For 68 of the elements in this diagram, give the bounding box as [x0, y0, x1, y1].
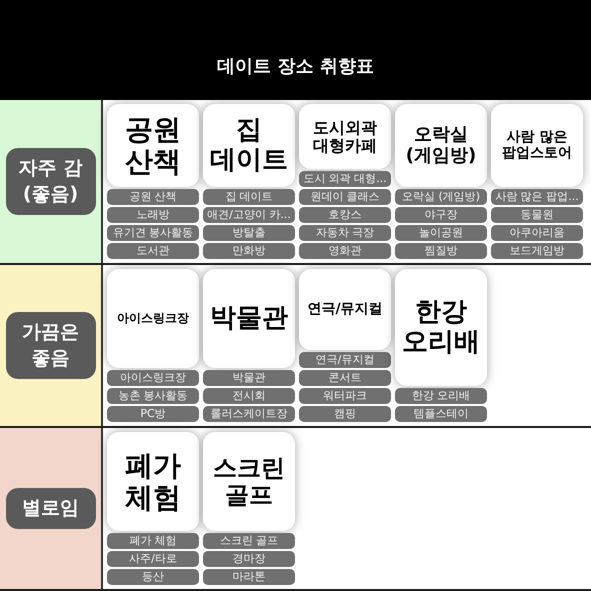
place-tag: 보드게임방: [491, 243, 583, 259]
place-card: [395, 104, 487, 187]
place-tag: 한강 오리배: [395, 388, 487, 404]
place-tag: 도시 외곽 대형...: [299, 171, 391, 187]
card-title: 박물관: [210, 304, 288, 334]
place-card: [299, 104, 391, 169]
place-tag: 집 데이트: [203, 189, 295, 205]
place-tag: 마라톤: [203, 569, 295, 585]
place-tag: 자동차 극장: [299, 225, 391, 241]
place-card: [203, 104, 295, 187]
place-tag: 애견/고양이 카...: [203, 207, 295, 223]
card-title: 공원 산책: [124, 114, 182, 177]
place-tag: 아쿠아리움: [491, 225, 583, 241]
place-card: [395, 269, 487, 386]
place-tag: 등산: [107, 569, 199, 585]
place-tag: 놀이공원: [395, 225, 487, 241]
place-tag: 연극/뮤지컬: [299, 352, 391, 368]
card-title: 도시외곽 대형카페: [312, 118, 378, 154]
place-tag: 동물원: [491, 207, 583, 223]
place-tag: 도서관: [107, 243, 199, 259]
tier-label: 가끔은 좋음: [6, 312, 96, 380]
place-tag: 영화관: [299, 243, 391, 259]
tier-row: [0, 265, 591, 428]
place-card: [107, 432, 199, 531]
card-title: 폐가 체험: [124, 450, 182, 513]
card-title: 오락실 (게임방): [404, 125, 478, 166]
tier-label: 별로임: [6, 488, 96, 530]
place-tag: 롤러스케이트장: [203, 406, 295, 422]
place-tag: 경마장: [203, 551, 295, 567]
page-title: 데이트 장소 취향표: [217, 55, 374, 79]
place-tag: 전시회: [203, 388, 295, 404]
card-title: 스크린 골프: [212, 454, 286, 508]
place-tag: 호캉스: [299, 207, 391, 223]
place-tag: 유기견 봉사활동: [107, 225, 199, 241]
place-tag: 오락실 (게임방): [395, 189, 487, 205]
place-card: [491, 104, 583, 187]
place-tag: 방탈출: [203, 225, 295, 241]
place-tag: 스크린 골프: [203, 533, 295, 549]
place-tag: PC방: [107, 406, 199, 422]
place-card: [299, 269, 391, 350]
place-tag: 콘서트: [299, 370, 391, 386]
card-title: 집 데이트: [209, 116, 289, 175]
place-tag: 아이스링크장: [107, 370, 199, 386]
place-card: [107, 269, 199, 368]
place-tag: 사람 많은 팝업...: [491, 189, 583, 205]
place-tag: 템플스테이: [395, 406, 487, 422]
place-tag: 원데이 클래스: [299, 189, 391, 205]
card-title: 연극/뮤지컬: [307, 302, 383, 318]
place-tag: 폐가 체험: [107, 533, 199, 549]
place-tag: 박물관: [203, 370, 295, 386]
tier-row: [0, 100, 591, 265]
place-tag: 사주/타로: [107, 551, 199, 567]
place-tag: 공원 산책: [107, 189, 199, 205]
place-card: [107, 104, 199, 187]
place-tag: 찜질방: [395, 243, 487, 259]
card-title: 한강 오리배: [401, 298, 481, 357]
place-tag: 농촌 봉사활동: [107, 388, 199, 404]
tier-row: [0, 428, 591, 591]
place-card: [203, 269, 295, 368]
place-tag: 캠핑: [299, 406, 391, 422]
card-title: 사람 많은 팝업스토어: [501, 130, 573, 162]
place-tag: 노래방: [107, 207, 199, 223]
card-title: 아이스링크장: [117, 312, 189, 326]
tier-label: 자주 감 (좋음): [6, 148, 96, 216]
place-tag: 만화방: [203, 243, 295, 259]
place-tag: 야구장: [395, 207, 487, 223]
place-card: [203, 432, 295, 531]
place-tag: 워터파크: [299, 388, 391, 404]
